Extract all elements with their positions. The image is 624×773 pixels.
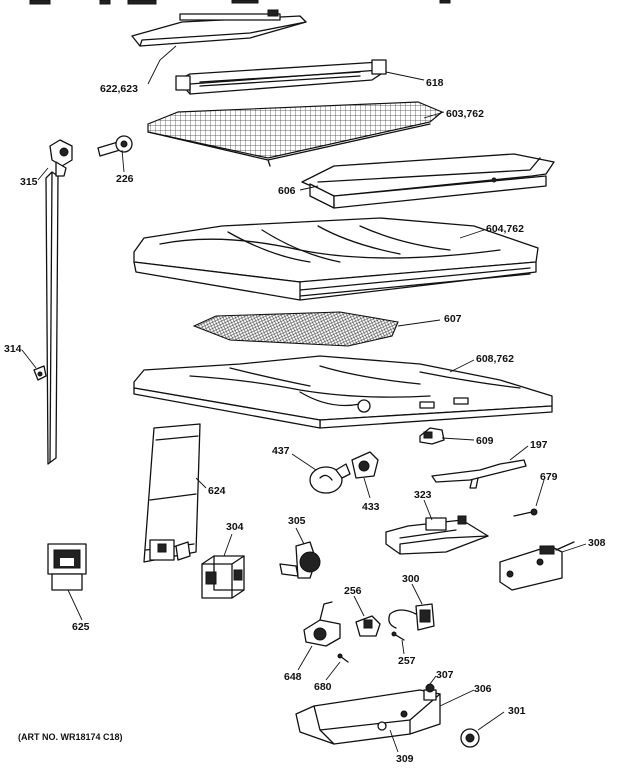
part-679-screw (513, 508, 538, 517)
part-618-rail (175, 59, 387, 95)
label-307: 307 (436, 669, 454, 681)
label-437: 437 (272, 445, 290, 457)
label-315: 315 (20, 176, 38, 188)
label-625: 625 (72, 621, 90, 633)
label-323: 323 (414, 489, 432, 501)
label-226: 226 (116, 173, 134, 185)
part-608-762-pan (133, 355, 553, 429)
label-679: 679 (540, 471, 558, 483)
label-301: 301 (508, 705, 526, 717)
part-305-timer (279, 541, 321, 579)
part-680-screw (337, 653, 349, 663)
label-622-623: 622,623 (100, 83, 138, 95)
part-603-762-wire-shelf (147, 101, 444, 167)
label-300: 300 (402, 573, 420, 585)
art-number: (ART NO. WR18174 C18) (18, 732, 123, 742)
label-618: 618 (426, 77, 444, 89)
part-256-switch (355, 615, 381, 637)
label-308: 308 (588, 537, 606, 549)
label-648: 648 (284, 671, 302, 683)
part-304-relay (201, 555, 245, 599)
part-307-spacer (425, 683, 435, 693)
part-257-screw (391, 631, 405, 641)
part-624-duct (143, 423, 201, 563)
label-607: 607 (444, 313, 462, 325)
part-609-bracket (419, 427, 445, 445)
label-306: 306 (474, 683, 492, 695)
part-433-socket (351, 451, 379, 479)
label-604-762: 604,762 (486, 223, 524, 235)
label-680: 680 (314, 681, 332, 693)
part-315-rod (45, 139, 73, 465)
part-300-thermostat (388, 603, 435, 631)
part-308-bracket (499, 541, 575, 591)
part-604-762-shelf (133, 217, 539, 301)
label-309: 309 (396, 753, 414, 765)
part-323-bracket (385, 515, 489, 555)
label-256: 256 (344, 585, 362, 597)
part-625-control (47, 543, 87, 591)
label-257: 257 (398, 655, 416, 667)
part-606-frame (301, 153, 555, 209)
label-608-762: 608,762 (476, 353, 514, 365)
label-197: 197 (530, 439, 548, 451)
label-609: 609 (476, 435, 494, 447)
label-624: 624 (208, 485, 226, 497)
part-301-nut (460, 728, 480, 748)
part-314-clip (33, 365, 47, 381)
label-603-762: 603,762 (446, 108, 484, 120)
label-433: 433 (362, 501, 380, 513)
leader-lines (21, 45, 587, 753)
label-314: 314 (4, 343, 22, 355)
part-607-filter (192, 311, 399, 347)
label-606: 606 (278, 185, 296, 197)
top-edge-fragments (29, 0, 451, 5)
part-197-strap (431, 459, 527, 489)
part-306-housing (295, 689, 441, 745)
part-622-623-cover (131, 9, 307, 47)
part-226-knob (97, 135, 133, 157)
label-304: 304 (226, 521, 244, 533)
label-305: 305 (288, 515, 306, 527)
part-648-motor (303, 601, 341, 647)
part-437-bulb (309, 463, 351, 494)
part-labels: 622,623 618 603,762 315 226 606 604,762 … (4, 77, 606, 765)
